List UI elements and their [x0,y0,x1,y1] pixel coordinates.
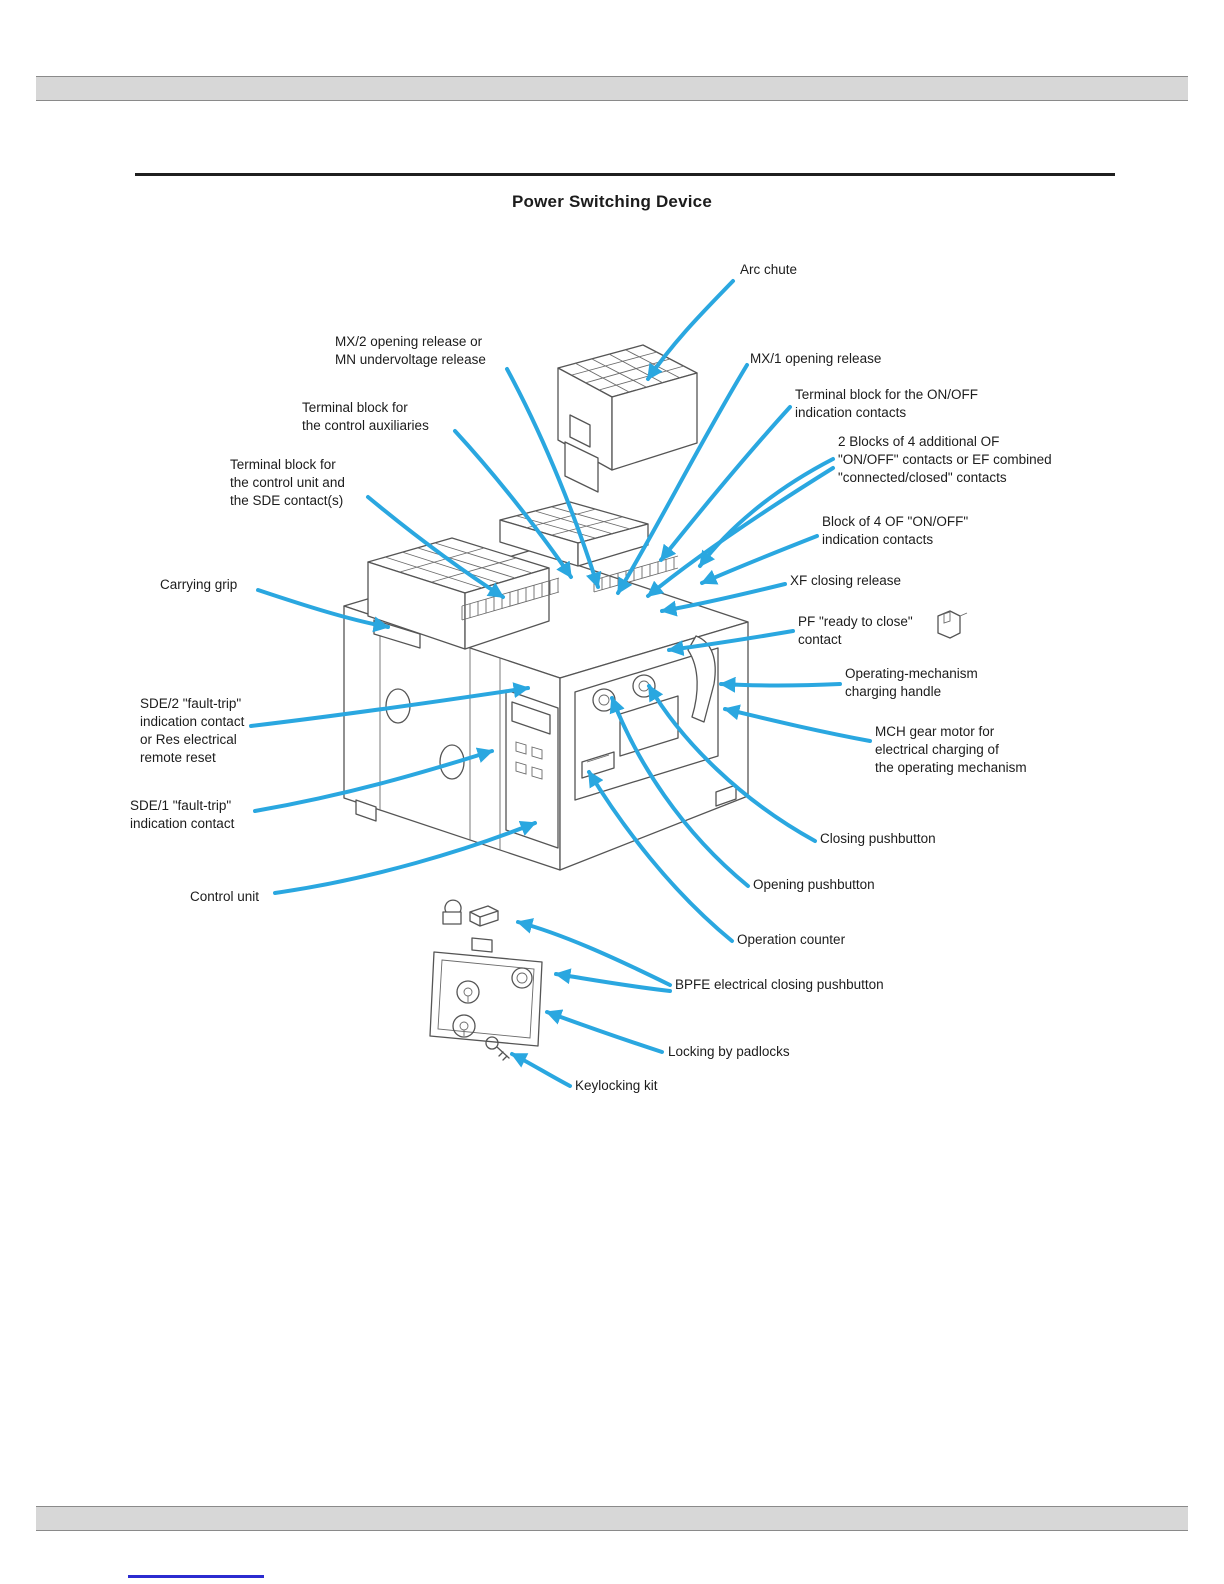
title-rule [135,173,1115,176]
arrow-operation-counter [587,770,734,943]
arrow-arc-chute [646,279,735,381]
label-mx1-opening-release: MX/1 opening release [750,351,882,366]
page-title: Power Switching Device [512,192,712,211]
label-terminal-block-aux: Terminal block for the control auxiliari… [302,400,429,433]
footer-band [36,1506,1188,1531]
arrow-sde1 [253,747,494,813]
pf-contact-icon [937,610,968,639]
arrow-locking-padlocks [545,1009,664,1054]
label-two-blocks-contacts: 2 Blocks of 4 additional OF "ON/OFF" con… [838,434,1052,485]
header-band [36,76,1188,101]
arrow-opening-pushbutton [609,696,750,888]
arrow-terminal-block-onoff [659,405,792,562]
label-sde2-contact: SDE/2 "fault-trip" indication contact or… [140,696,245,765]
label-pf-ready-to-close: PF "ready to close" contact [798,614,913,647]
arrow-two-blocks-contacts-a [698,457,835,568]
arc-chute-drawing [557,344,698,493]
arrow-bpfe-b [554,968,672,993]
keylock-accessory-drawing [429,899,543,1061]
arrow-keylocking-kit [510,1052,572,1088]
arrow-sde2 [249,682,530,728]
label-arc-chute: Arc chute [740,262,798,277]
breaker-body-drawing [343,501,749,871]
label-carrying-grip: Carrying grip [160,577,238,592]
arrow-carrying-grip [256,588,390,633]
label-xf-closing-release: XF closing release [790,573,902,588]
label-mch-gear-motor: MCH gear motor for electrical charging o… [875,724,1027,775]
arrow-charging-handle [719,676,842,693]
label-terminal-block-onoff: Terminal block for the ON/OFF indication… [795,387,979,420]
label-operation-counter: Operation counter [737,932,846,947]
arrow-mch-gear-motor [723,704,872,743]
arrow-terminal-block-aux [453,429,573,579]
arrow-mx2-opening-release [505,367,602,589]
arrow-two-blocks-contacts-b [646,466,835,598]
arrow-bpfe-a [516,918,672,987]
label-terminal-block-control-unit: Terminal block for the control unit and … [230,457,345,508]
label-mx2-opening-release: MX/2 opening release or MN undervoltage … [335,334,486,367]
arrow-xf-closing-release [660,582,787,617]
arrow-pf-contact [667,629,795,657]
label-bpfe-pushbutton: BPFE electrical closing pushbutton [675,977,884,992]
label-sde1-contact: SDE/1 "fault-trip" indication contact [130,798,235,831]
arrow-mx1-opening-release [616,363,749,595]
arrow-terminal-block-control-unit [366,495,505,599]
arrow-closing-pushbutton [647,684,817,843]
label-closing-pushbutton: Closing pushbutton [820,831,936,846]
arrow-control-unit [273,820,537,895]
label-control-unit: Control unit [190,889,260,904]
footer-link[interactable] [128,1575,264,1578]
label-locking-by-padlocks: Locking by padlocks [668,1044,790,1059]
label-opening-pushbutton: Opening pushbutton [753,877,875,892]
label-keylocking-kit: Keylocking kit [575,1078,658,1093]
label-charging-handle: Operating-mechanism charging handle [845,666,978,699]
label-block-of-4-contacts: Block of 4 OF "ON/OFF" indication contac… [822,514,969,547]
arrow-block-of-4-contacts [700,534,819,585]
